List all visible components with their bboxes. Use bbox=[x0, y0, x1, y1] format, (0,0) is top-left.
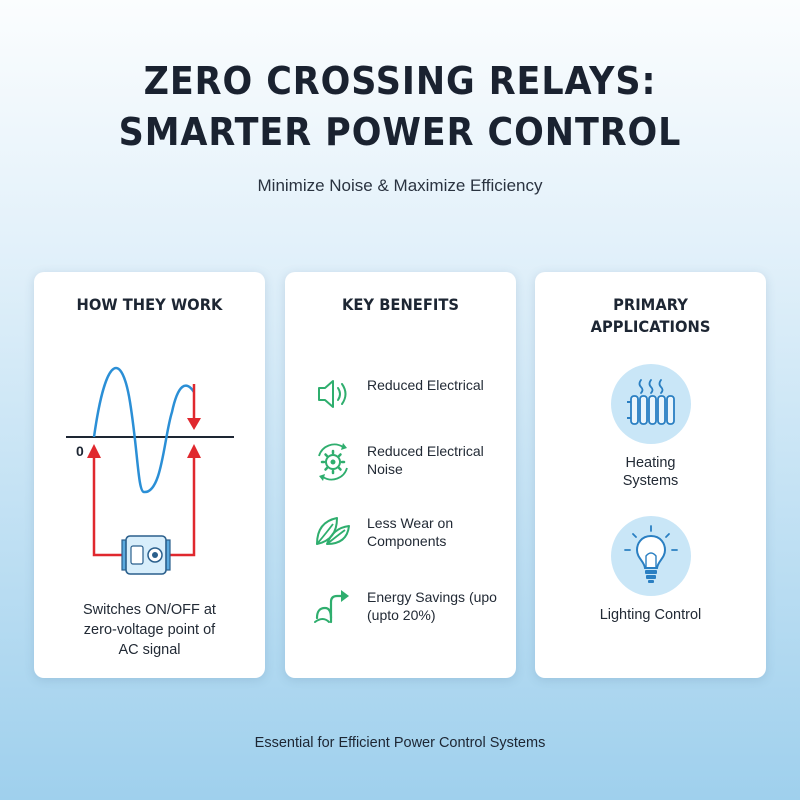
red-arrow-up-right-head bbox=[187, 444, 201, 458]
red-arrow-left-path bbox=[92, 458, 126, 557]
title-line-1: ZERO CROSSING RELAYS: bbox=[143, 59, 657, 103]
card-title-how: HOW THEY WORK bbox=[76, 295, 223, 314]
card-how-they-work: HOW THEY WORK 0 Switches ON/OFF at zero-… bbox=[34, 272, 265, 678]
red-arrow-down-head bbox=[187, 418, 201, 430]
sine-wave-icon bbox=[92, 366, 196, 494]
leaves-icon bbox=[316, 517, 350, 545]
zero-axis-label: 0 bbox=[76, 443, 84, 459]
red-arrow-right-path bbox=[170, 458, 196, 557]
footer-text: Essential for Efficient Power Control Sy… bbox=[254, 735, 546, 751]
relay-module-icon bbox=[121, 535, 171, 575]
app-label-lighting: Lighting Control bbox=[599, 607, 702, 623]
card-title-benefits: KEY BENEFITS bbox=[341, 295, 460, 314]
app-label-heating: Heating Systems bbox=[622, 455, 679, 489]
page-subtitle: Minimize Noise & Maximize Efficiency bbox=[257, 176, 543, 195]
benefit-label-4: Energy Savings (upo bbox=[367, 589, 497, 605]
benefit-item-4: Energy Savings (upo (upto 20%) bbox=[313, 588, 513, 634]
app-circle-heating bbox=[611, 364, 691, 444]
benefit-item-2: Reduced Electrical Noise bbox=[313, 442, 513, 488]
speaker-icon bbox=[318, 380, 347, 408]
light-bulb-icon bbox=[624, 525, 678, 583]
title-line-2: SMARTER POWER CONTROL bbox=[118, 110, 682, 154]
card-key-benefits: KEY BENEFITS Reduced Electrical bbox=[285, 272, 516, 678]
card-primary-applications: PRIMARY APPLICATIONS Heating Systems bbox=[535, 272, 766, 678]
page-title: ZERO CROSSING RELAYS: SMARTER POWER CONT… bbox=[32, 56, 768, 158]
red-arrow-up-left-head bbox=[87, 444, 101, 458]
benefit-item-1: Reduced Electrical bbox=[313, 376, 513, 422]
app-circle-lighting bbox=[611, 516, 691, 596]
benefit-label-3: Less Wear on bbox=[367, 515, 454, 531]
gear-cycle-icon bbox=[318, 443, 348, 481]
zero-crossing-diagram: 0 bbox=[66, 366, 234, 575]
benefit-label-1: Reduced Electrical bbox=[367, 377, 484, 393]
benefit-label-2: Reduced Electrical bbox=[367, 443, 484, 459]
benefit-item-3: Less Wear on Components bbox=[313, 514, 513, 560]
how-caption: Switches ON/OFF at zero-voltage point of… bbox=[83, 602, 216, 658]
card-title-applications: PRIMARY APPLICATIONS bbox=[590, 295, 711, 336]
radiator-icon bbox=[627, 379, 675, 425]
upward-arrow-icon bbox=[314, 590, 349, 624]
